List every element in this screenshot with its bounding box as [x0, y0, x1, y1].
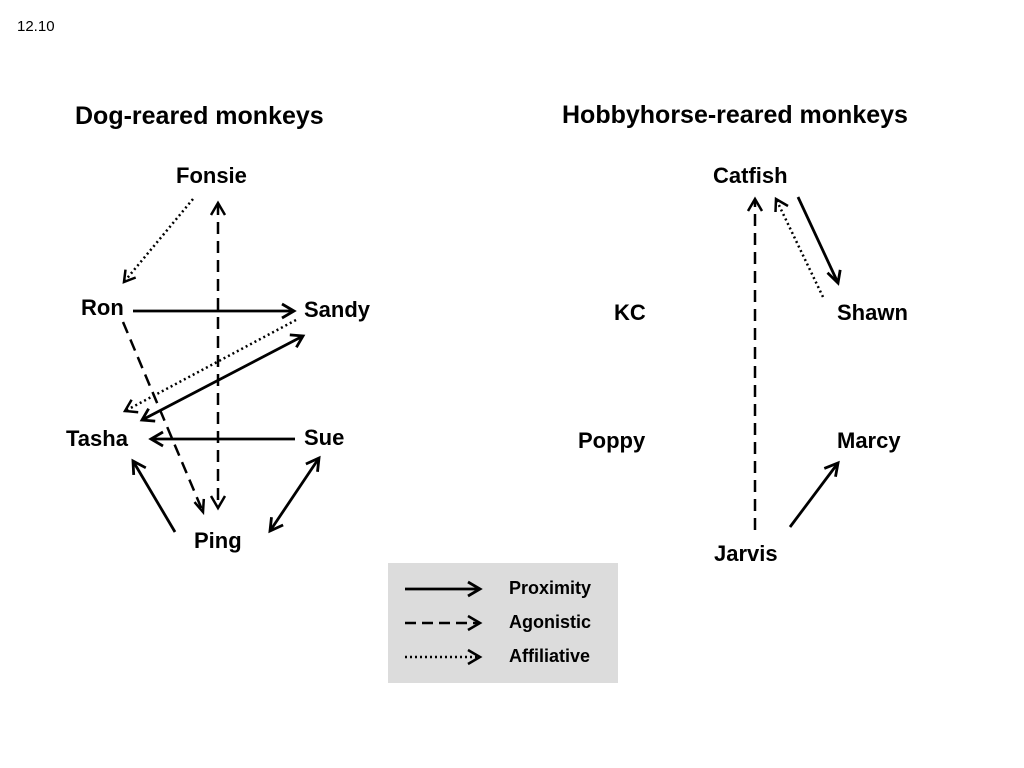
right-panel-title: Hobbyhorse-reared monkeys: [562, 101, 908, 129]
arrow-jarvis-catfish-agonistic: [746, 196, 764, 530]
node-kc: KC: [614, 300, 646, 325]
legend: Proximity Agonistic Affiliative: [388, 563, 618, 683]
legend-swatches: [405, 580, 483, 666]
arrow-tasha-sandy-proximity: [139, 333, 306, 423]
arrow-catfish-shawn-proximity: [796, 196, 842, 286]
node-shawn: Shawn: [837, 300, 908, 325]
legend-agonistic-label: Agonistic: [509, 612, 592, 632]
arrow-ron-sandy-proximity: [133, 302, 297, 320]
legend-proximity-label: Proximity: [509, 578, 592, 598]
node-fonsie: Fonsie: [176, 163, 247, 188]
legend-agonistic-swatch: [405, 614, 483, 632]
arrow-fonsie-ron-affiliative: [122, 198, 194, 284]
node-tasha: Tasha: [66, 426, 128, 451]
node-ron: Ron: [81, 295, 124, 320]
arrow-shawn-catfish-affiliative: [774, 196, 825, 298]
node-ping: Ping: [194, 528, 242, 553]
node-jarvis: Jarvis: [714, 541, 778, 566]
arrow-ping-tasha-proximity: [131, 458, 177, 533]
legend-proximity-swatch: [405, 580, 483, 598]
arrow-sue-tasha-proximity: [148, 430, 295, 448]
node-catfish: Catfish: [713, 163, 788, 188]
arrow-sandy-tasha-affiliative: [122, 318, 297, 414]
node-marcy: Marcy: [837, 428, 901, 453]
arrow-sue-ping-proximity: [268, 455, 321, 534]
node-sandy: Sandy: [304, 297, 371, 322]
left-panel-title: Dog-reared monkeys: [75, 102, 324, 130]
node-sue: Sue: [304, 425, 345, 450]
legend-affiliative-label: Affiliative: [509, 646, 591, 666]
legend-affiliative-swatch: [405, 648, 483, 666]
figure-number: 12.10: [17, 18, 55, 35]
arrow-fonsie-ping-agonistic: [209, 200, 227, 511]
node-poppy: Poppy: [578, 428, 646, 453]
arrow-ron-ping-agonistic: [121, 321, 206, 516]
arrow-jarvis-marcy-proximity: [788, 460, 840, 528]
